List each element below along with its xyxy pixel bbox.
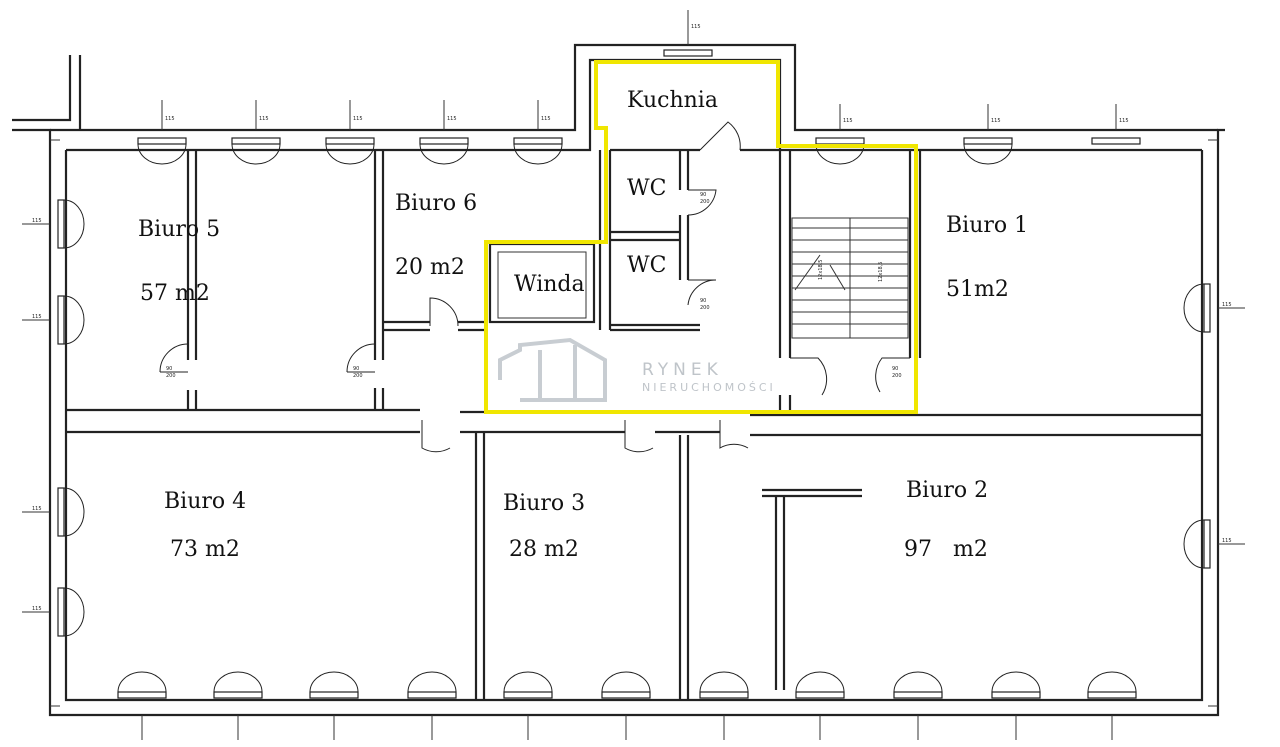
door-dim-label: 200: [700, 199, 710, 205]
watermark-line1: RYNEK: [642, 360, 723, 380]
window-dim-label: 115: [691, 24, 701, 30]
window-dim-label: 115: [259, 116, 269, 122]
interior-walls: [66, 148, 1202, 700]
doors: [159, 121, 910, 453]
window-arcs: [63, 143, 1205, 693]
kuchnia-name: Kuchnia: [627, 88, 718, 113]
biuro2-area: 97 m2: [904, 537, 988, 562]
wc1-name: WC: [627, 176, 666, 201]
window-dim-label: 115: [165, 116, 175, 122]
window-dim-label: 115: [991, 118, 1001, 124]
biuro4-area: 73 m2: [170, 537, 240, 562]
door-dim-label: 90: [892, 366, 898, 372]
window-dim-label: 115: [32, 314, 42, 320]
door-dim-label: 200: [353, 373, 363, 379]
biuro5-area: 57 m2: [140, 281, 210, 306]
window-dim-label: 115: [353, 116, 363, 122]
window-dim-label: 115: [1222, 538, 1232, 544]
window-dim-label: 115: [32, 606, 42, 612]
door-dim-label: 200: [700, 305, 710, 311]
winda-name: Winda: [514, 272, 585, 297]
wc2-name: WC: [627, 253, 666, 278]
door-dim-label: 90: [166, 366, 172, 372]
window-dim-label: 115: [32, 506, 42, 512]
biuro4-name: Biuro 4: [164, 489, 246, 514]
door-dim-label: 200: [166, 373, 176, 379]
stair-label-right: 12x18,5: [878, 262, 884, 282]
biuro5-name: Biuro 5: [138, 217, 220, 242]
watermark-line2: NIERUCHOMOŚCI: [642, 381, 776, 394]
door-dim-label: 90: [700, 192, 706, 198]
door-dim-label: 200: [892, 373, 902, 379]
biuro2-name: Biuro 2: [906, 478, 988, 503]
biuro6-name: Biuro 6: [395, 191, 477, 216]
window-dim-label: 115: [1119, 118, 1129, 124]
highlighted-area-outline: [484, 60, 918, 414]
window-dim-label: 115: [843, 118, 853, 124]
door-dim-label: 90: [353, 366, 359, 372]
window-dimension-ticks: [22, 10, 1245, 740]
door-dim-label: 90: [700, 298, 706, 304]
window-dim-label: 115: [1222, 302, 1232, 308]
biuro3-name: Biuro 3: [503, 491, 585, 516]
window-dim-label: 115: [541, 116, 551, 122]
room-labels: Biuro 5 57 m2 Biuro 6 20 m2 Kuchnia WC W…: [138, 88, 1028, 562]
outer-walls: [12, 43, 1225, 717]
windows: [57, 49, 1211, 699]
biuro1-name: Biuro 1: [946, 213, 1028, 238]
window-dim-label: 115: [447, 116, 457, 122]
biuro6-area: 20 m2: [395, 255, 465, 280]
biuro3-area: 28 m2: [509, 537, 579, 562]
stair-label-left: 12x18,5: [818, 260, 824, 280]
biuro1-area: 51m2: [946, 277, 1009, 302]
watermark: RYNEK NIERUCHOMOŚCI: [498, 337, 776, 402]
window-dim-label: 115: [32, 218, 42, 224]
staircase: 12x18,5 12x18,5: [791, 217, 909, 339]
